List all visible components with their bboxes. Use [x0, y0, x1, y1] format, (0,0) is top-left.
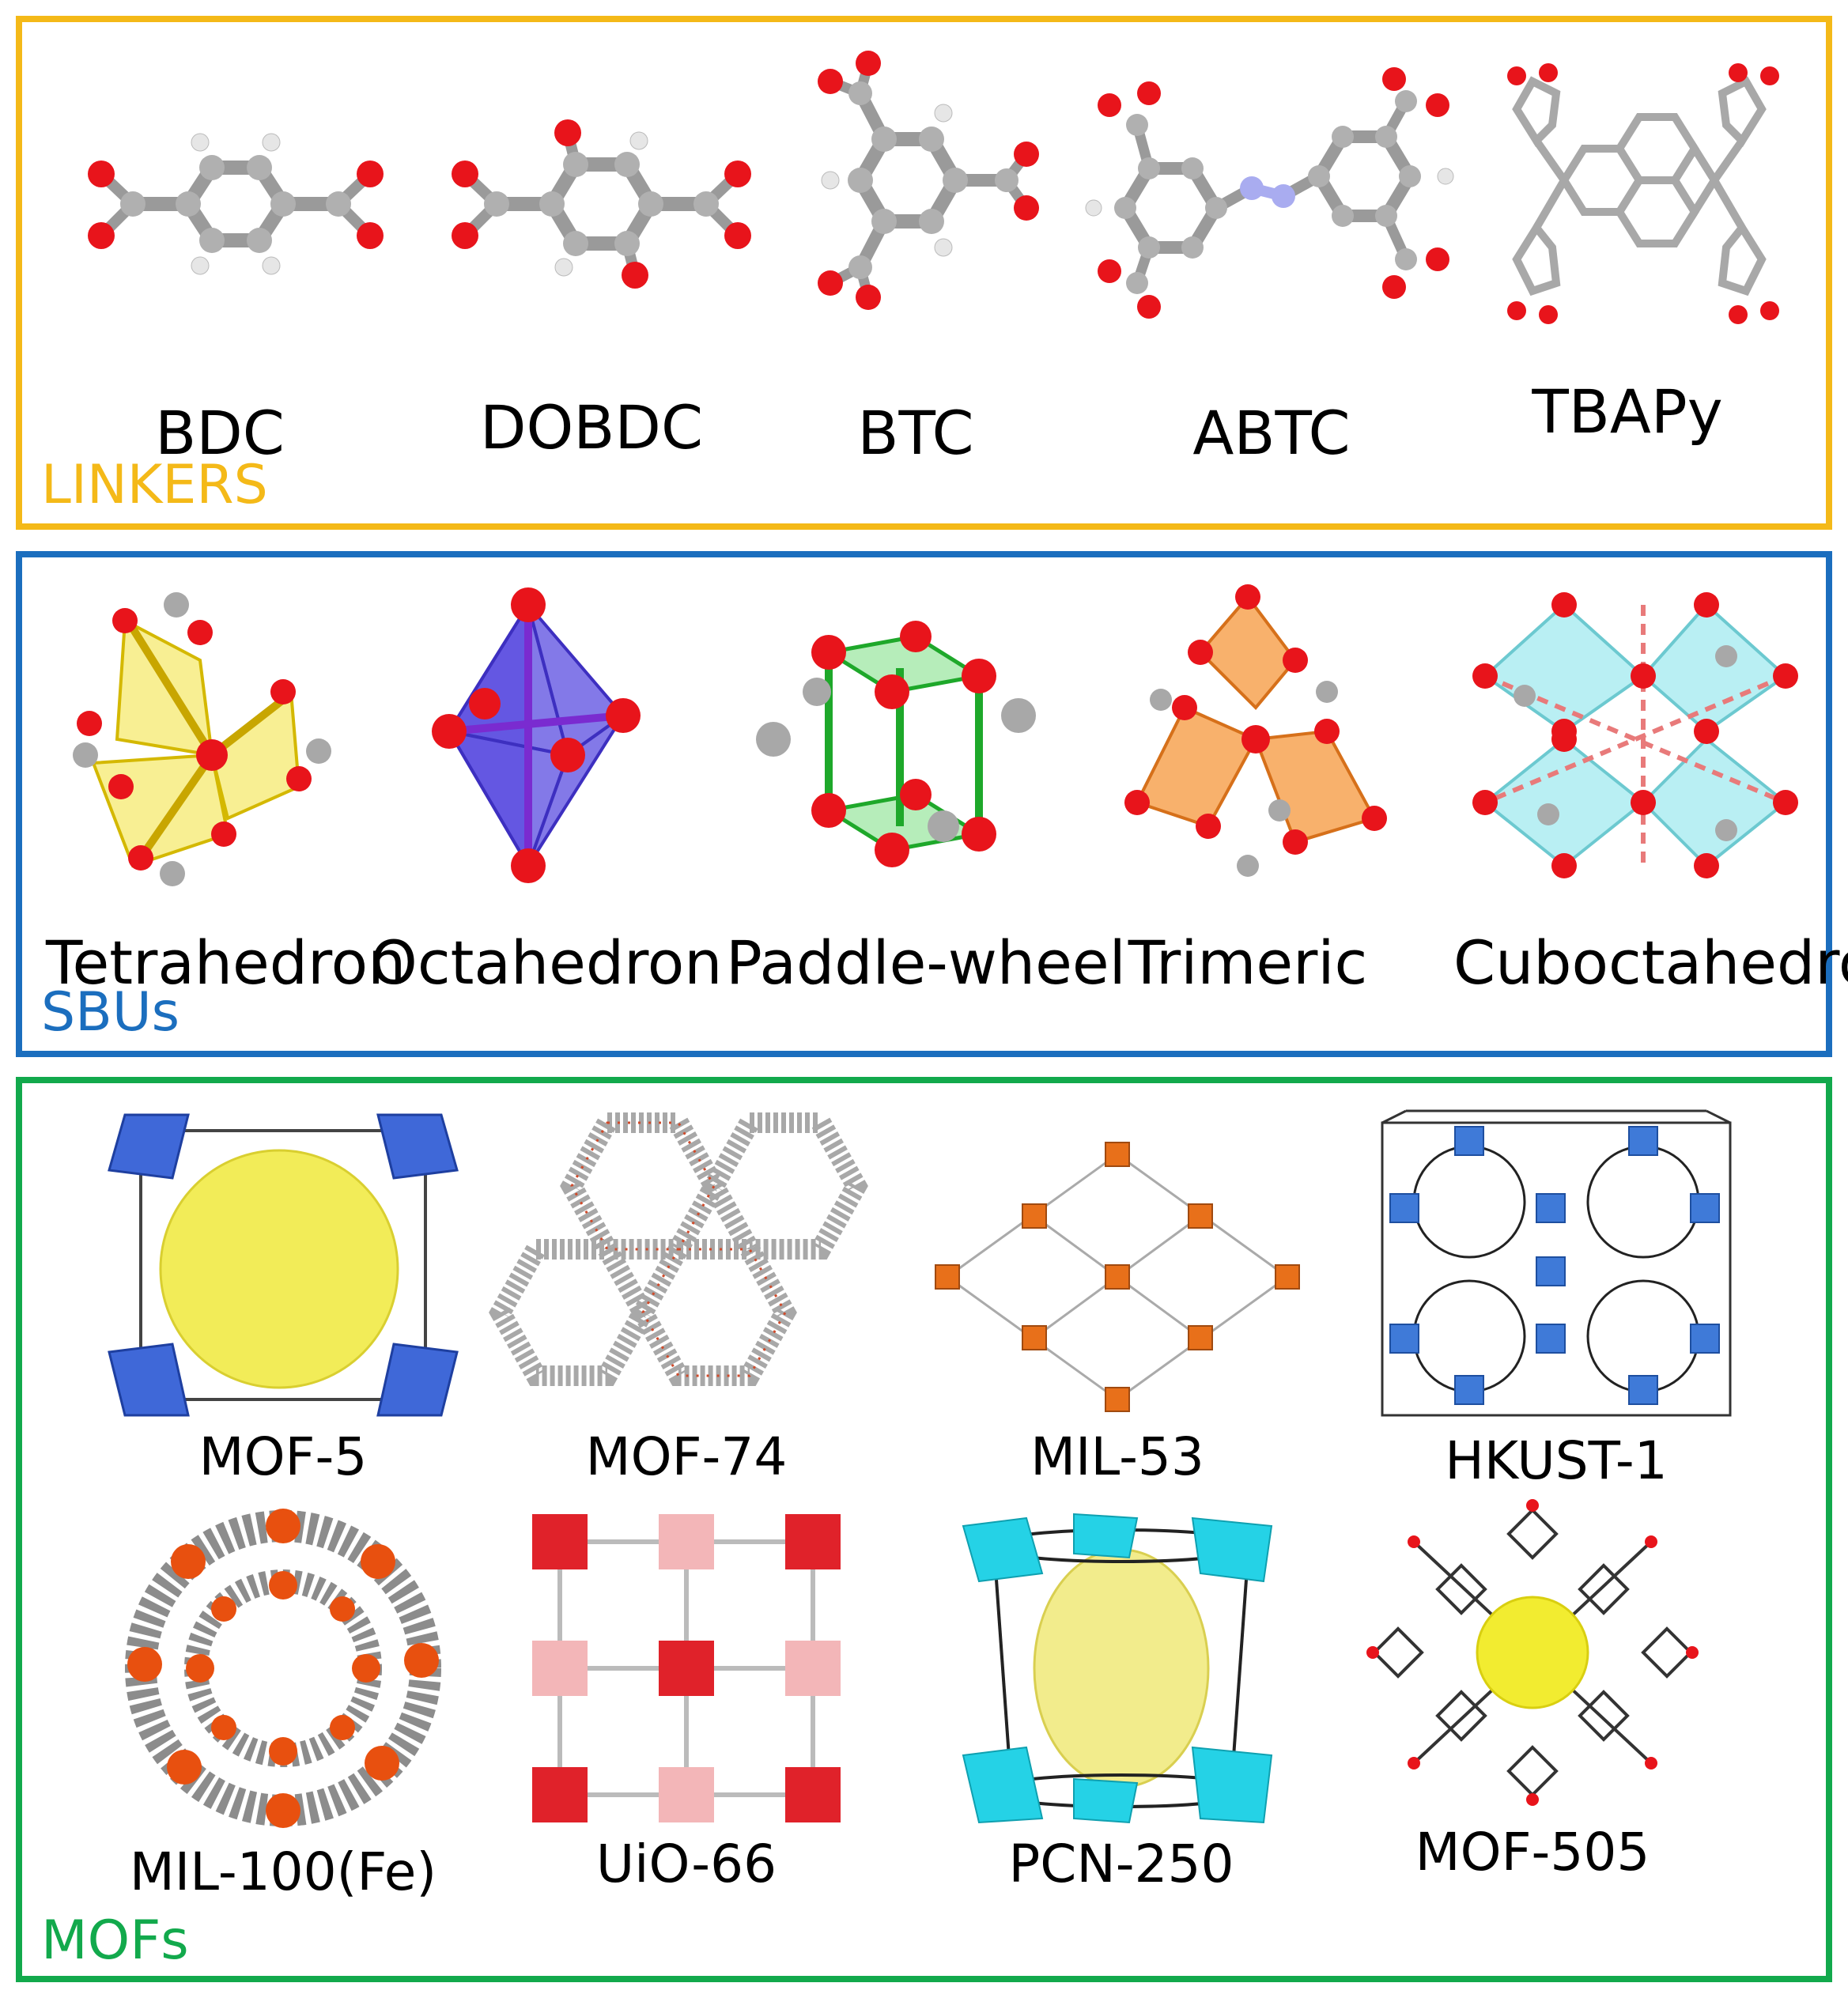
mof-505: MOF-505 — [1366, 1494, 1699, 1890]
tetrahedron-structure — [73, 592, 331, 886]
linker-label: BDC — [155, 398, 285, 468]
mof-label: MIL-100(Fe) — [129, 1841, 437, 1902]
mil-100-fe: MIL-100(Fe) — [117, 1509, 449, 1905]
mof-label: MOF-505 — [1415, 1822, 1650, 1883]
mof-label: MOF-74 — [585, 1426, 788, 1487]
linker-label: ABTC — [1192, 398, 1351, 468]
dobdc-structure — [452, 119, 751, 289]
sbus-panel: Tetrahedron Octahedron — [16, 551, 1848, 1057]
mof-label: PCN-250 — [1008, 1834, 1234, 1894]
hkust-1: HKUST-1 — [1359, 1107, 1754, 1494]
btc-molecule — [818, 51, 1039, 310]
linker-label: DOBDC — [479, 392, 704, 463]
abtc-structure — [1085, 67, 1454, 319]
mof-label: MOF-5 — [198, 1426, 368, 1487]
sbu-label: Cuboctahedron — [1453, 927, 1848, 998]
linkers-panel: BDC DOBDC — [16, 16, 1832, 530]
tbapy-molecule — [1507, 63, 1779, 324]
mofs-panel: MOF-5 MOF-74 — [16, 1077, 1832, 1982]
mof-74-structure — [489, 1112, 868, 1386]
mofs-title: MOFs — [41, 1909, 189, 1972]
mof-label: UiO-66 — [595, 1834, 777, 1894]
sbu-label: Octahedron — [370, 927, 723, 998]
mil-53: MIL-53 — [908, 1107, 1327, 1494]
sbu-label: Tetrahedron — [46, 927, 406, 998]
linker-bdc: BDC — [54, 101, 386, 463]
mof-5-structure — [108, 1113, 459, 1417]
linker-dobdc: DOBDC — [418, 101, 765, 463]
linker-abtc: ABTC — [1074, 67, 1469, 463]
paddle-wheel-structure — [756, 621, 1036, 867]
sbu-tetrahedron: Tetrahedron — [46, 573, 406, 993]
mof-74: MOF-74 — [489, 1107, 884, 1494]
trimeric-structure — [1124, 584, 1387, 877]
sbu-paddle-wheel: Paddle-wheel — [726, 573, 1126, 993]
pcn-250: PCN-250 — [955, 1510, 1287, 1905]
mof-5: MOF-5 — [101, 1107, 465, 1494]
cuboctahedron-structure — [1472, 592, 1798, 878]
mil-100-structure — [125, 1509, 441, 1828]
linker-tbapy: TBAPy — [1461, 62, 1793, 457]
octahedron-structure — [432, 587, 641, 883]
abtc-molecule — [1085, 67, 1454, 319]
bdc-molecule — [88, 133, 384, 275]
sbu-label: Paddle-wheel — [726, 927, 1126, 998]
dobdc-molecule — [452, 119, 751, 289]
tbapy-oxygens — [1507, 63, 1779, 324]
sbu-cuboctahedron: Cuboctahedron — [1453, 573, 1848, 993]
linker-btc: BTC — [781, 46, 1050, 463]
hkust-1-structure — [1381, 1109, 1732, 1417]
sbus-title: SBUs — [41, 981, 180, 1044]
linker-label: TBAPy — [1532, 376, 1723, 447]
btc-structure — [818, 51, 1039, 310]
mof-label: MIL-53 — [1030, 1426, 1204, 1487]
sbu-label: Trimeric — [1128, 927, 1368, 998]
uio-66: UiO-66 — [520, 1510, 852, 1905]
pcn-250-structure — [962, 1513, 1273, 1824]
uio-66-structure — [532, 1514, 841, 1822]
linker-label: BTC — [857, 398, 974, 468]
mof-505-structure — [1366, 1499, 1699, 1806]
sbu-octahedron: Octahedron — [370, 573, 722, 993]
tbapy-structure — [1512, 76, 1767, 296]
linkers-title: LINKERS — [41, 454, 268, 516]
bdc-structure — [88, 133, 384, 275]
mof-label: HKUST-1 — [1445, 1430, 1668, 1491]
sbu-trimeric: Trimeric — [1090, 573, 1406, 993]
mil-53-structure — [935, 1142, 1300, 1412]
